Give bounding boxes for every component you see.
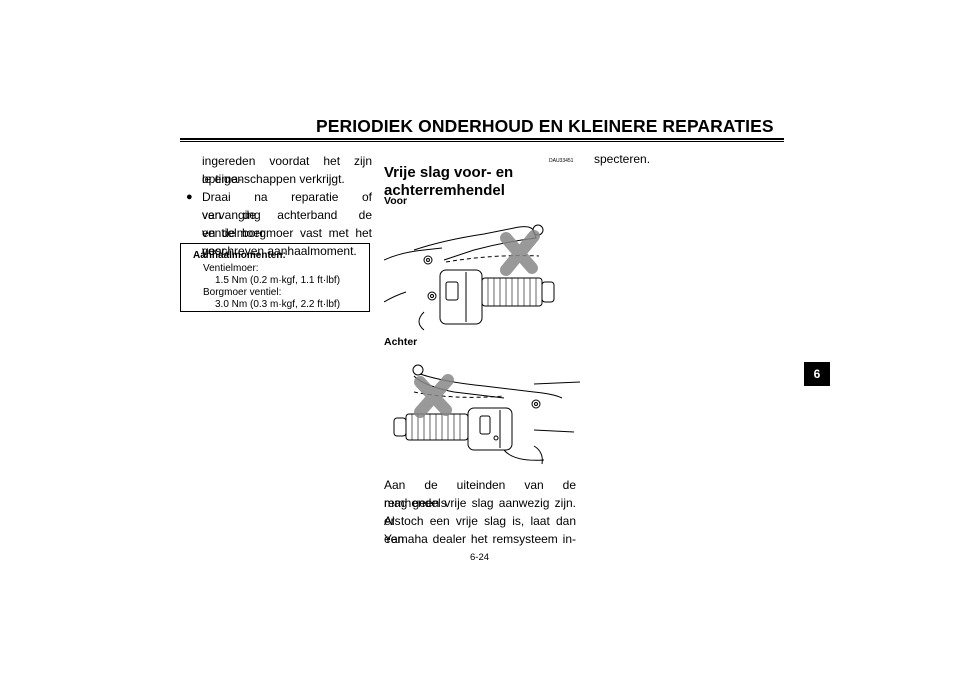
bullet-item: ● Draai na reparatie of vervanging van d… [186,188,372,260]
text-line: en de borgmoer vast met het voor- [202,226,372,258]
continuation-paragraph: ingereden voordat het zijn optima- le ei… [202,152,372,188]
chapter-tab: 6 [804,362,830,386]
cross-mark-icon [500,230,540,276]
torque-item-label: Borgmoer ventiel: [203,287,282,298]
cross-mark-icon [414,374,454,418]
section-title: Vrije slag voor- en achterremhendel [384,164,584,200]
rear-label: Achter [384,336,418,348]
text-line: geschreven aanhaalmoment. [202,244,357,258]
document-code: DAU33451 [549,158,574,164]
bullet-icon: ● [186,191,193,203]
page-number: 6-24 [470,552,490,563]
rear-brake-lever-illustration [393,364,580,465]
bullet-text: Draai na reparatie of vervanging van de … [202,188,372,260]
text-line: er toch een vrije slag is, laat dan een [384,514,576,546]
text-line: Draai na reparatie of vervanging [202,190,372,222]
text-line: le eigenschappen verkrijgt. [202,172,345,186]
torque-item-label: Ventielmoer: [203,263,259,274]
page-header-title: PERIODIEK ONDERHOUD EN KLEINERE REPARATI… [316,116,774,136]
text-line: van de achterband de ventielmoer [202,208,372,240]
header-rule-thin [180,141,784,142]
front-label: Voor [384,195,408,207]
torque-item-value: 3.0 Nm (0.3 m·kgf, 2.2 ft·lbf) [215,299,341,310]
section-title-line: Vrije slag voor- en [384,164,514,181]
front-brake-lever-illustration [384,224,555,331]
continuation-text: specteren. [594,152,651,166]
text-line: mag geen vrije slag aanwezig zijn. Als [384,496,576,528]
text-line: Yamaha dealer het remsysteem in- [384,532,576,546]
torque-box-title: Aanhaalmomenten: [193,250,286,261]
header-rule [180,138,784,140]
section-title-line: achterremhendel [384,182,505,199]
torque-item-value: 1.5 Nm (0.2 m·kgf, 1.1 ft·lbf) [215,275,341,286]
torque-spec-box: Aanhaalmomenten: Ventielmoer: 1.5 Nm (0.… [180,243,370,312]
text-line: ingereden voordat het zijn optima- [202,154,372,186]
brake-lever-paragraph: Aan de uiteinden van de remhendels mag g… [384,476,576,548]
text-line: Aan de uiteinden van de remhendels [384,478,576,510]
